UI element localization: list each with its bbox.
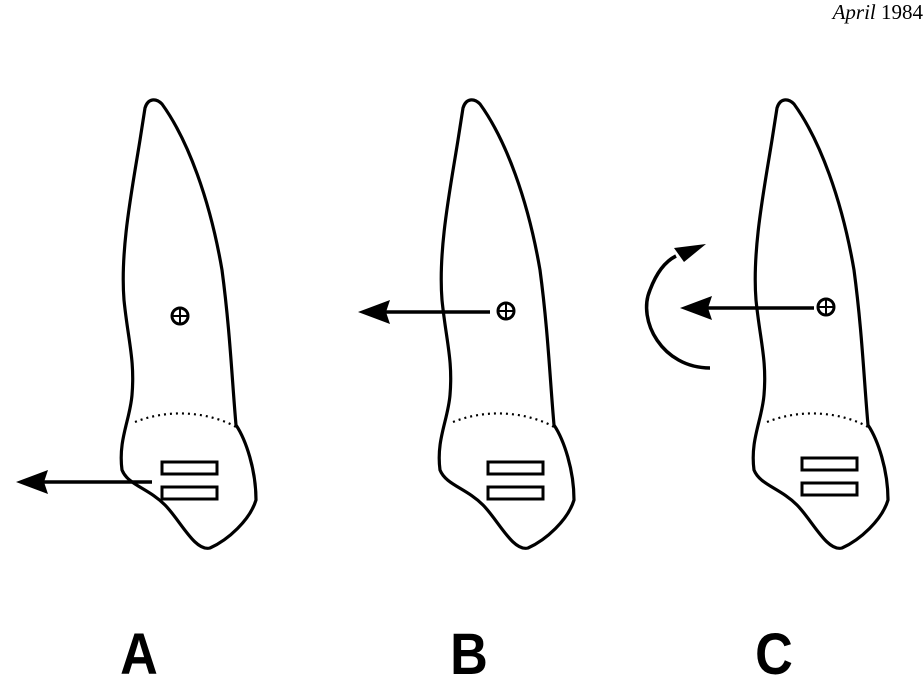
bracket-slot-icon bbox=[486, 460, 545, 476]
cej-dotted-line bbox=[766, 412, 871, 429]
panel-label-b: B bbox=[450, 622, 488, 687]
tooth-c bbox=[644, 98, 890, 550]
bracket-slot-icon bbox=[800, 481, 859, 497]
panel-label-a: A bbox=[120, 622, 158, 687]
force-arrow-icon bbox=[358, 300, 490, 324]
bracket-slot-icon bbox=[160, 485, 219, 501]
date-year: 1984 bbox=[881, 0, 923, 24]
tooth-a bbox=[16, 98, 258, 550]
tooth-outline-icon bbox=[437, 98, 576, 550]
moment-arrow-icon bbox=[644, 244, 711, 370]
date-month: April bbox=[832, 0, 876, 24]
cej-dotted-line bbox=[452, 412, 557, 429]
bracket-slot-icon bbox=[800, 456, 859, 472]
tooth-outline-icon bbox=[751, 98, 890, 550]
cej-dotted-line bbox=[134, 412, 239, 429]
force-arrow-icon bbox=[680, 296, 814, 320]
center-of-resistance-icon bbox=[816, 297, 836, 317]
tooth-outline-icon bbox=[119, 98, 258, 550]
page-date: April 1984 bbox=[833, 0, 923, 25]
panel-label-c: C bbox=[755, 622, 793, 687]
bracket-slot-icon bbox=[486, 485, 545, 501]
tooth-b bbox=[358, 98, 576, 550]
force-arrow-icon bbox=[16, 470, 152, 494]
center-of-resistance-icon bbox=[170, 306, 190, 326]
center-of-resistance-icon bbox=[496, 301, 516, 321]
bracket-slot-icon bbox=[160, 460, 219, 476]
